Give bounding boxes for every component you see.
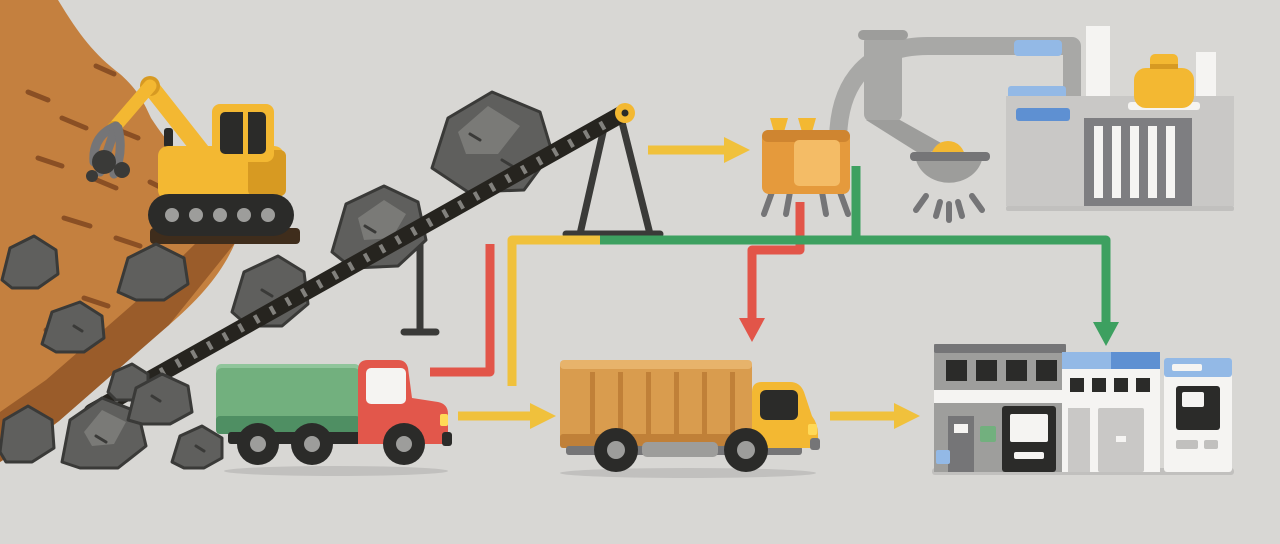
plant-window-band <box>1016 108 1070 121</box>
pipe-flange <box>858 30 908 40</box>
crusher-hopper <box>761 118 851 217</box>
small-sign <box>936 450 950 464</box>
dump-truck <box>216 360 452 465</box>
hopper-funnel <box>798 118 816 132</box>
arrow-crusher-to-stores <box>600 166 1119 346</box>
hopper-legs <box>761 189 851 217</box>
rock <box>116 242 190 302</box>
rock-speckles <box>72 132 514 333</box>
smelter-crucible <box>910 141 990 223</box>
wheels <box>594 428 768 472</box>
cab-window <box>366 368 406 404</box>
crucible-legs <box>913 193 985 223</box>
fore-arm <box>107 79 157 135</box>
sign-band <box>1062 352 1111 369</box>
bumper <box>810 438 820 450</box>
store-building-gray <box>934 344 1066 472</box>
small-window <box>980 426 996 442</box>
processing-plant <box>1006 26 1234 211</box>
funnel-chute <box>866 120 950 154</box>
rock <box>126 372 194 426</box>
plant-window-slats <box>1094 126 1175 198</box>
flow-arrows <box>430 137 1119 429</box>
fascia-band <box>934 390 1066 403</box>
arrow-crusher-to-boxtruck <box>739 202 805 342</box>
boom-arm <box>141 77 211 161</box>
upper-windows <box>946 360 1057 381</box>
line-to-dumptruck <box>507 235 600 386</box>
conveyor-supports <box>400 118 664 336</box>
fuel-tank <box>642 442 718 457</box>
track-wheels <box>165 208 275 222</box>
crucible-rim <box>910 152 990 161</box>
kiosk-screen <box>1010 414 1048 442</box>
bumper <box>442 432 452 446</box>
arrow-conveyor-to-crusher <box>648 137 750 163</box>
shop-building-white <box>1062 352 1160 472</box>
grabbed-rocks <box>86 150 130 182</box>
vending-slot <box>1176 440 1198 449</box>
roof-column <box>1196 52 1216 100</box>
storage-tank <box>1134 68 1194 108</box>
rock-speckles <box>94 394 206 453</box>
hopper-door <box>794 140 840 186</box>
hill-shadow <box>0 243 235 462</box>
small-windows <box>1070 378 1150 392</box>
rock <box>0 234 60 290</box>
arrow-dumptruck-to-boxtruck <box>458 403 556 429</box>
line-crusher-to-dumptruck <box>430 244 495 377</box>
side-panel <box>1068 408 1090 472</box>
exhaust-pipe <box>164 128 173 148</box>
headlight <box>440 414 448 426</box>
headlight <box>808 424 817 435</box>
rock-piles-front <box>0 362 224 470</box>
cargo-panel-lines <box>590 372 735 442</box>
box-truck <box>560 360 820 472</box>
excavator <box>86 76 294 236</box>
roof-pipe <box>1014 40 1062 56</box>
vending-machine <box>1164 358 1232 472</box>
sign-band <box>1111 352 1160 369</box>
conveyor-belt <box>83 103 635 421</box>
hopper-funnel <box>770 118 788 132</box>
tank-cap <box>1150 54 1178 72</box>
retail-buildings <box>934 344 1232 472</box>
chimney <box>1086 26 1110 102</box>
vending-slot <box>1204 440 1218 449</box>
belt <box>83 105 631 421</box>
crucible-bowl <box>916 160 982 183</box>
pipework <box>829 30 1081 154</box>
kiosk-slot <box>1014 452 1044 459</box>
windshield <box>760 390 798 420</box>
rock <box>0 404 56 464</box>
down-pipe <box>864 34 902 122</box>
arrow-boxtruck-to-stores <box>830 403 920 429</box>
wheels <box>237 423 425 465</box>
